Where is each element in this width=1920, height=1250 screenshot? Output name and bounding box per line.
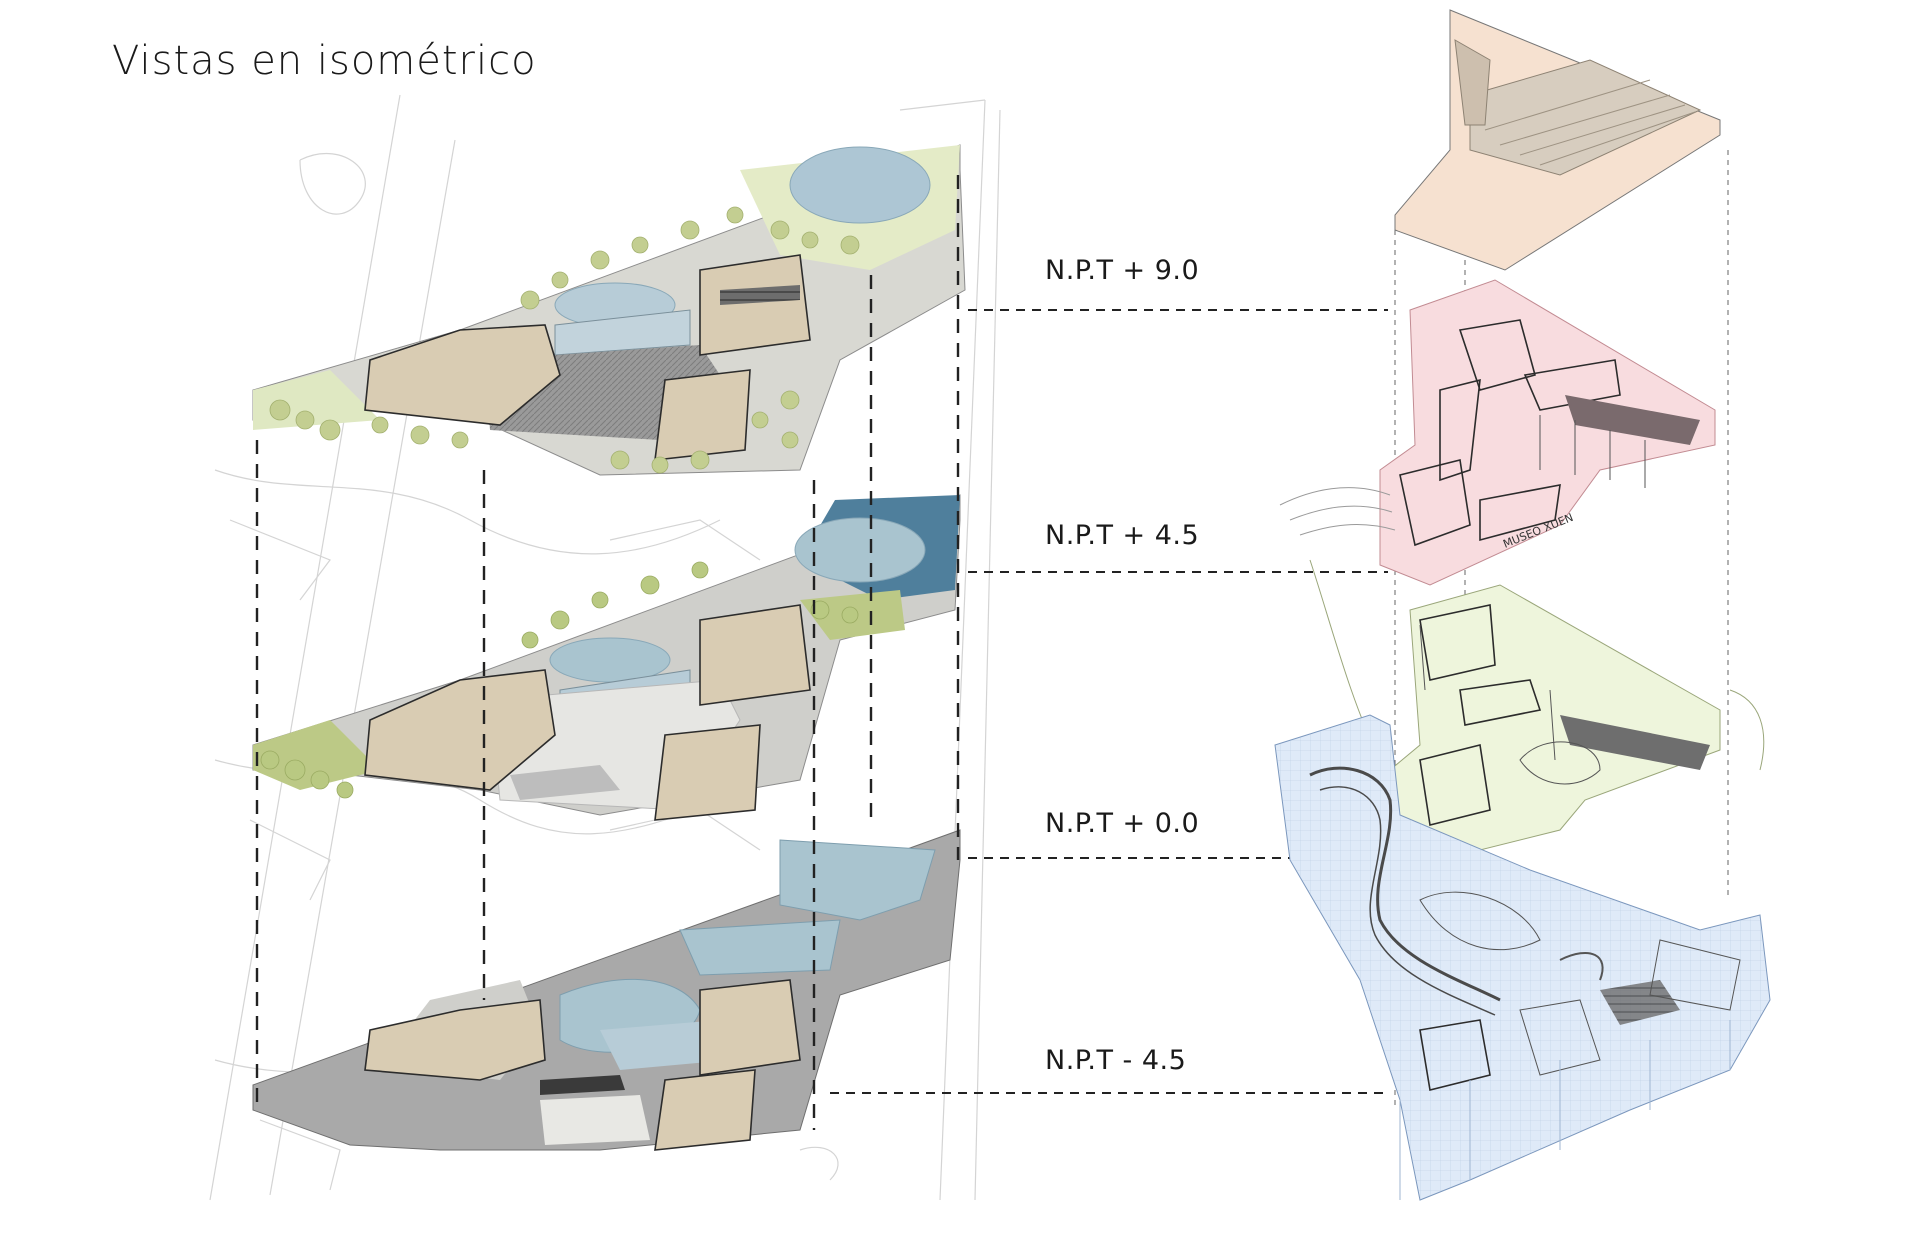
projection-lines-left xyxy=(255,175,960,1130)
page-title: Vistas en isométrico xyxy=(112,38,537,84)
level-leader-lines xyxy=(830,309,1388,1094)
plan-plate-level-1 xyxy=(252,144,966,476)
level-label-npt-minus-4-5: N.P.T - 4.5 xyxy=(1045,1045,1187,1076)
plan-plate-level-2 xyxy=(252,494,961,821)
exploded-axonometric: MUSEO XUEN xyxy=(1274,9,1771,1201)
level-label-npt-plus-9: N.P.T + 9.0 xyxy=(1045,255,1200,286)
level-label-npt-plus-4-5: N.P.T + 4.5 xyxy=(1045,520,1200,551)
plan-plate-level-3 xyxy=(252,829,961,1151)
level-label-npt-0: N.P.T + 0.0 xyxy=(1045,808,1200,839)
